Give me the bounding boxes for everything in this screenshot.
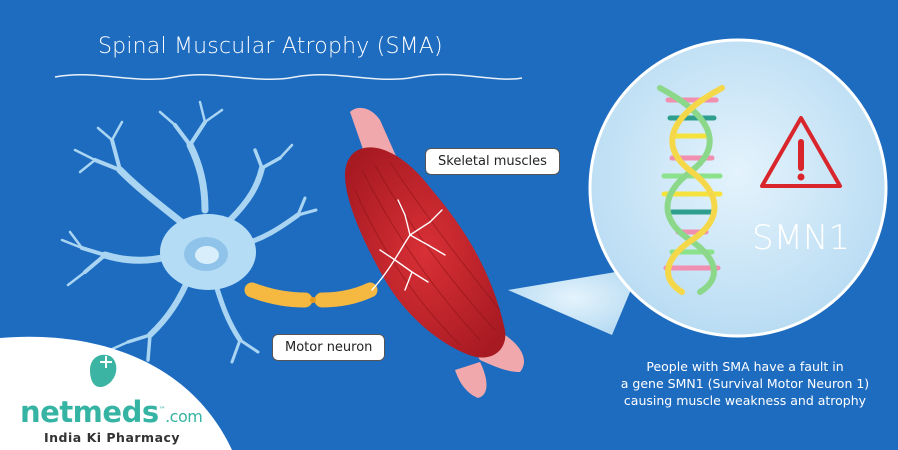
muscle-fibers: [354, 161, 501, 346]
logo-plus-icon: [90, 354, 117, 388]
bubble-tail: [508, 268, 640, 335]
warning-icon: [760, 116, 842, 188]
dna-helix: [657, 85, 725, 295]
caption-line-2: a gene SMN1 (Survival Motor Neuron 1): [620, 376, 870, 391]
logo-suffix: .com: [165, 407, 203, 426]
caption-line-1: People with SMA have a fault in: [646, 359, 844, 374]
skeletal-muscles-label: Skeletal muscles: [425, 148, 560, 175]
title-wave: [54, 73, 523, 80]
logo-wordmark: netmeds™.com: [20, 395, 203, 429]
logo-name: netmeds: [20, 395, 159, 429]
caption-line-3: causing muscle weakness and atrophy: [623, 393, 867, 408]
muscle-belly: [345, 147, 506, 358]
motor-neuron-label: Motor neuron: [272, 334, 386, 361]
muscle-tendon-bottom-2: [455, 362, 487, 398]
page-title: Spinal Muscular Atrophy (SMA): [98, 34, 443, 59]
logo-trademark: ™: [158, 405, 166, 414]
caption: People with SMA have a fault in a gene S…: [600, 358, 890, 409]
gene-name: SMN1: [752, 218, 850, 258]
node-of-ranvier: [310, 297, 316, 303]
gene-bubble: [588, 38, 888, 338]
nerve-branches: [371, 199, 446, 291]
neuron-nucleolus: [195, 246, 219, 264]
axon: [244, 282, 378, 308]
logo-backdrop: [0, 336, 232, 450]
logo-tagline: India Ki Pharmacy: [44, 430, 181, 445]
